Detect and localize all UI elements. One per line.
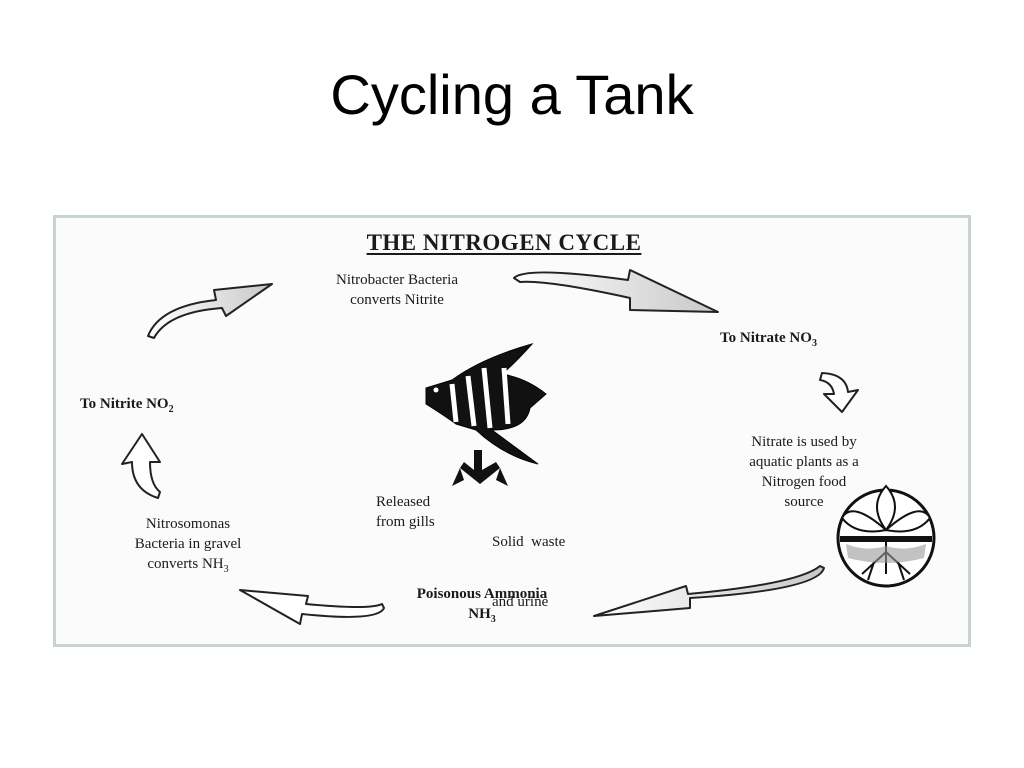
ammonia-label: Poisonous Ammonia NH3 — [416, 586, 548, 625]
fish-icon — [425, 343, 547, 465]
to-nitrite-label: To Nitrite NO2 — [80, 396, 174, 415]
cycle-arrow-icon — [819, 372, 859, 413]
nitrobacter-label: Nitrobacter Bacteria converts Nitrite — [335, 272, 458, 308]
nitrosomonas-label: Nitrosomonas Bacteria in gravel converts… — [134, 516, 242, 575]
to-nitrate-label: To Nitrate NO3 — [720, 330, 817, 349]
cycle-arrow-icon — [121, 433, 161, 499]
cycle-arrow-icon — [513, 269, 719, 313]
cycle-arrows — [121, 269, 936, 625]
nitrate-use-label: Nitrate is used by aquatic plants as a N… — [749, 434, 859, 510]
cycle-arrow-icon — [147, 283, 273, 339]
diagram-heading: THE NITROGEN CYCLE — [366, 230, 642, 255]
plant-icon — [836, 484, 936, 588]
slide-title: Cycling a Tank — [330, 63, 694, 126]
cycle-arrow-icon — [593, 565, 825, 617]
split-arrow-icon — [452, 450, 508, 486]
nitrogen-cycle-diagram: THE NITROGEN CYCLE Nitrobacter Bacteria … — [53, 215, 971, 647]
released-from-gills-label: Released from gills — [376, 494, 435, 530]
cycle-arrow-icon — [239, 589, 385, 625]
solid-waste-label: Solid waste and urine — [492, 534, 566, 610]
